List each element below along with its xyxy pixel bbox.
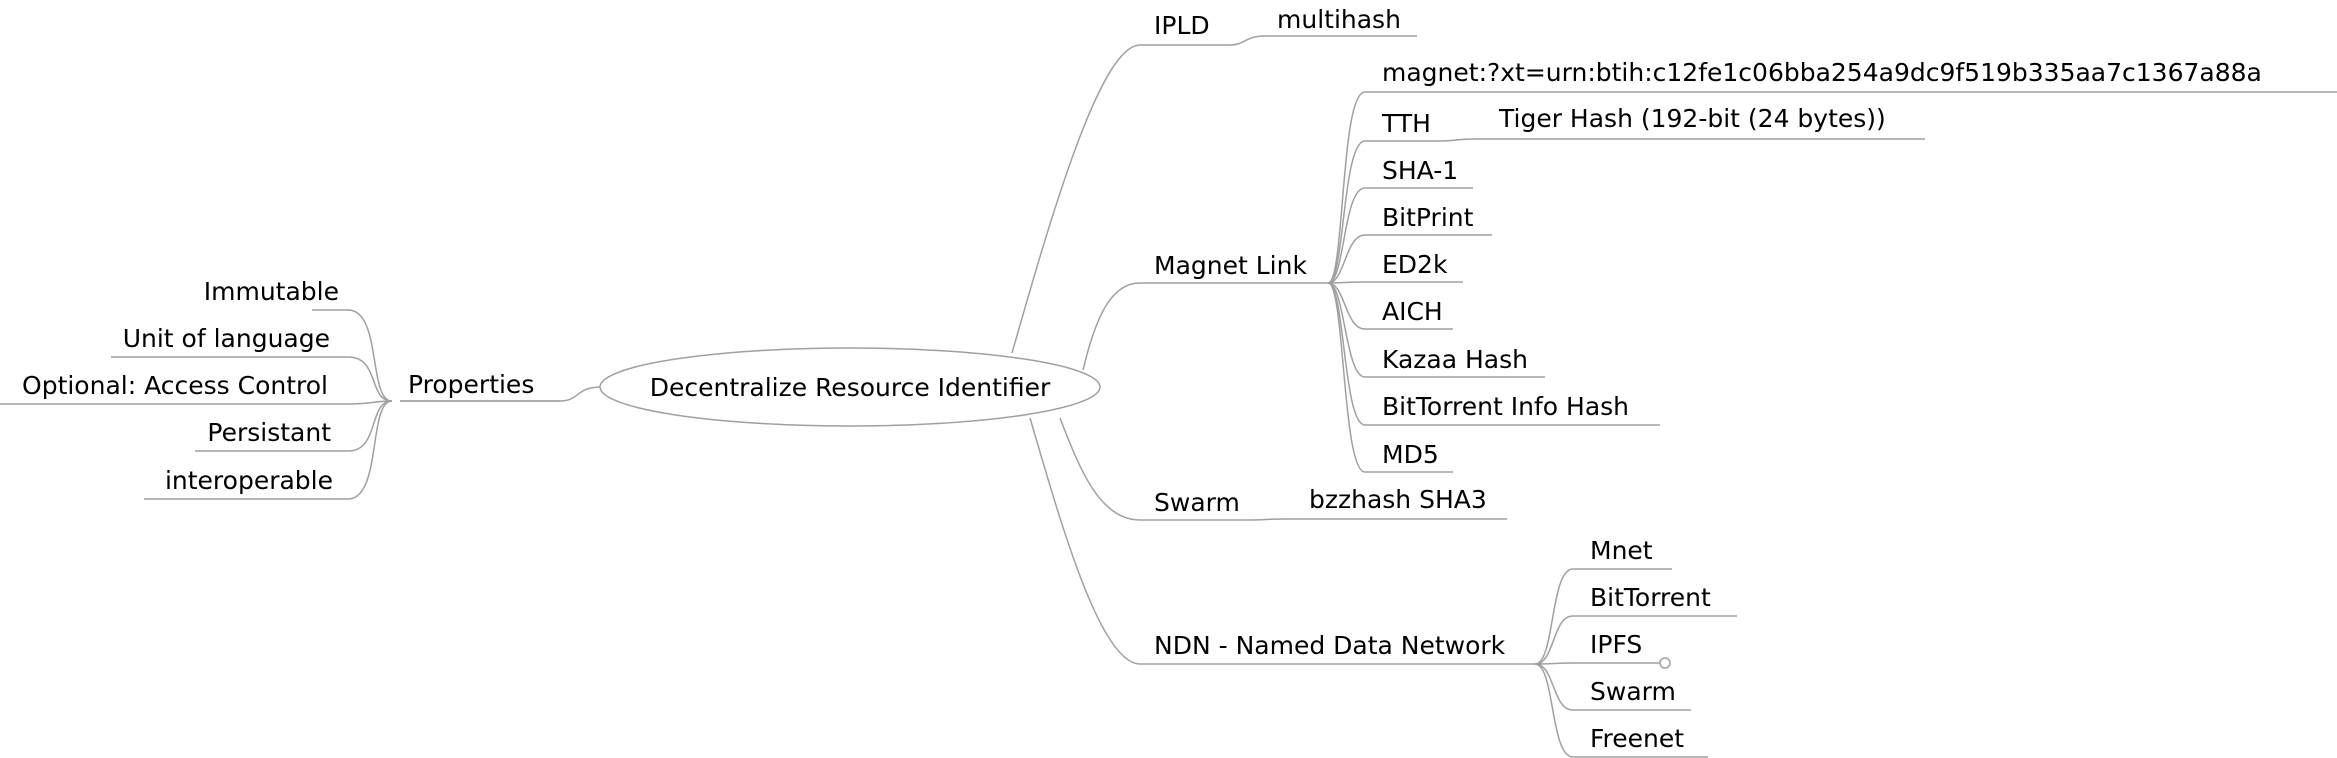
node-tiger-hash[interactable]: Tiger Hash (192-bit (24 bytes)) bbox=[1498, 104, 1886, 133]
node-md5[interactable]: MD5 bbox=[1382, 440, 1439, 469]
edge-magnet-ed2k bbox=[1327, 281, 1366, 284]
edge-magnet-aich bbox=[1327, 282, 1366, 330]
edge-ndn-bittorrent bbox=[1534, 615, 1574, 665]
edge-tth-tiger bbox=[1439, 138, 1476, 142]
edge-root-ndn bbox=[1029, 417, 1141, 665]
node-bzzhash-sha3[interactable]: bzzhash SHA3 bbox=[1309, 485, 1487, 514]
node-magnet-link[interactable]: Magnet Link bbox=[1154, 251, 1307, 280]
node-ndn[interactable]: NDN - Named Data Network bbox=[1154, 631, 1506, 660]
edge-magnet-tth bbox=[1327, 140, 1366, 284]
edge-properties-persistant bbox=[347, 400, 393, 452]
node-ndn-swarm[interactable]: Swarm bbox=[1590, 677, 1676, 706]
node-bitprint[interactable]: BitPrint bbox=[1382, 203, 1474, 232]
edge-ndn-mnet bbox=[1534, 568, 1574, 665]
node-unit-of-language[interactable]: Unit of language bbox=[123, 324, 330, 353]
node-bittorrent[interactable]: BitTorrent bbox=[1590, 583, 1711, 612]
node-ed2k[interactable]: ED2k bbox=[1382, 250, 1448, 279]
edge-properties-immutable bbox=[347, 309, 393, 402]
node-multihash[interactable]: multihash bbox=[1277, 5, 1401, 34]
node-magnet-example[interactable]: magnet:?xt=urn:btih:c12fe1c06bba254a9dc9… bbox=[1382, 58, 2262, 87]
node-immutable[interactable]: Immutable bbox=[204, 277, 339, 306]
edge-properties-unit bbox=[347, 356, 393, 402]
edge-magnet-example bbox=[1327, 91, 1366, 284]
node-sha1[interactable]: SHA-1 bbox=[1382, 156, 1458, 185]
node-bittorrent-info-hash[interactable]: BitTorrent Info Hash bbox=[1382, 392, 1629, 421]
edge-root-magnet bbox=[1082, 282, 1141, 371]
node-ipfs[interactable]: IPFS bbox=[1590, 630, 1642, 659]
node-kazaa-hash[interactable]: Kazaa Hash bbox=[1382, 345, 1528, 374]
root-node[interactable]: Decentralize Resource Identifier bbox=[599, 347, 1101, 427]
node-freenet[interactable]: Freenet bbox=[1590, 724, 1684, 753]
root-node-ellipse bbox=[599, 347, 1101, 427]
edge-ndn-ipfs bbox=[1534, 662, 1574, 665]
node-swarm[interactable]: Swarm bbox=[1154, 488, 1240, 517]
node-properties[interactable]: Properties bbox=[408, 370, 534, 399]
edge-ipld-multihash bbox=[1229, 35, 1266, 46]
edge-magnet-md5 bbox=[1327, 282, 1366, 473]
node-interoperable[interactable]: interoperable bbox=[165, 466, 333, 495]
edge-properties-interop bbox=[347, 400, 393, 500]
edge-ndn-freenet bbox=[1534, 663, 1574, 758]
node-access-control[interactable]: Optional: Access Control bbox=[22, 371, 328, 400]
edge-magnet-bitprint bbox=[1327, 234, 1366, 284]
node-mnet[interactable]: Mnet bbox=[1590, 536, 1653, 565]
node-persistant[interactable]: Persistant bbox=[207, 418, 331, 447]
node-aich[interactable]: AICH bbox=[1382, 297, 1443, 326]
edge-root-properties bbox=[400, 386, 603, 402]
edges bbox=[347, 35, 1574, 758]
node-tth[interactable]: TTH bbox=[1381, 109, 1431, 138]
collapsed-node-marker-icon[interactable] bbox=[1659, 657, 1671, 669]
node-ipld[interactable]: IPLD bbox=[1154, 11, 1210, 40]
edge-root-swarm bbox=[1059, 417, 1141, 521]
edge-magnet-sha1 bbox=[1327, 187, 1366, 284]
root-node-label: Decentralize Resource Identifier bbox=[650, 373, 1051, 402]
edge-root-ipld bbox=[1011, 44, 1141, 354]
underlines bbox=[0, 35, 2337, 758]
edge-swarm-bzzhash bbox=[1249, 518, 1286, 521]
edge-ndn-swarm bbox=[1534, 663, 1574, 711]
